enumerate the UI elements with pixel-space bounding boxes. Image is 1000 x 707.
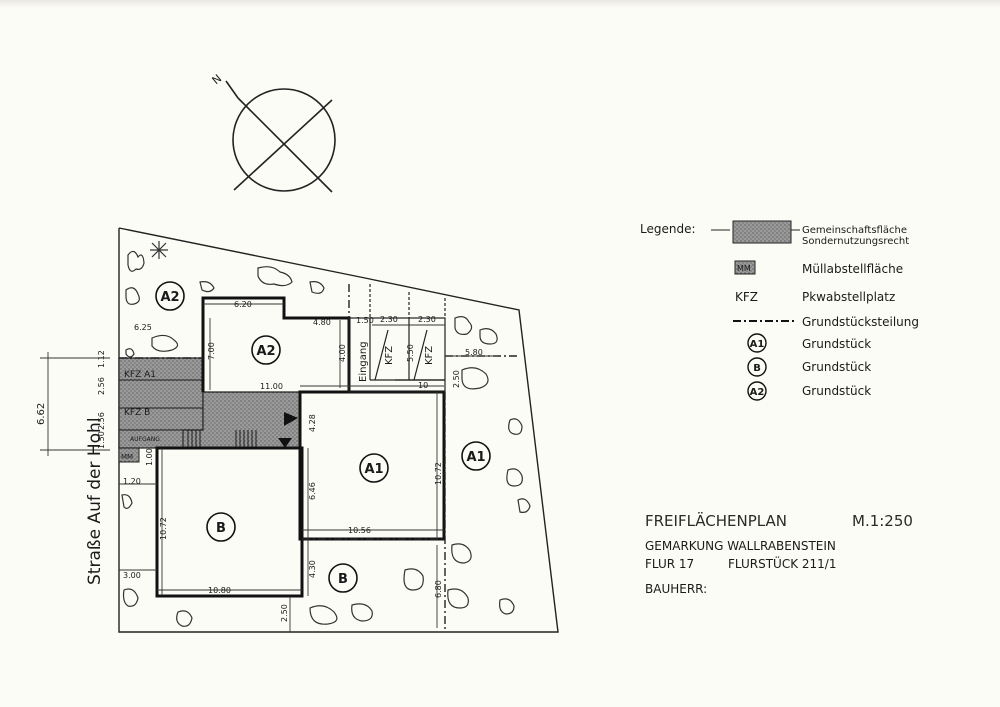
legend: Legende: Gemeinschaftsfläche Sondernutzu…: [640, 220, 919, 401]
legend-text-division: Grundstücksteilung: [802, 315, 919, 329]
plan-scale: M.1:250: [852, 512, 913, 530]
parcel-label-a1-yard: A1: [466, 450, 485, 465]
parcel-label-b-yard: B: [338, 572, 348, 587]
tree-icon: [150, 241, 168, 259]
dim-6-20: 6.20: [234, 300, 252, 309]
label-mm: MM: [121, 453, 133, 461]
plot-division-lines: [119, 284, 519, 632]
legend-text-a1: Grundstück: [802, 337, 871, 351]
label-eingang: Eingang: [358, 341, 369, 382]
dim-4-00: 4.00: [338, 344, 347, 362]
dim-10-72-a: 10.72: [159, 517, 168, 540]
label-kfz-b: KFZ B: [124, 408, 150, 418]
dim-7-00: 7.00: [207, 342, 216, 360]
waste-area: [118, 447, 140, 463]
parcel-label-a2-house: A2: [256, 344, 275, 359]
legend-text-a2: Grundstück: [802, 384, 871, 398]
dim-2-50-a: 2.50: [280, 604, 289, 622]
sheet-top-edge: [0, 0, 1000, 8]
dim-10-80: 10.80: [208, 586, 231, 595]
dim-6-25: 6.25: [134, 323, 152, 332]
entrance-arrow-icon: [284, 412, 298, 426]
parcel-marker-a1-house: [359, 453, 389, 483]
stairs: [187, 430, 257, 448]
dim-2-56-a: 2.56: [97, 377, 106, 395]
dim-4-80: 4.80: [313, 318, 331, 327]
dim-5-50: 5.50: [406, 344, 415, 362]
legend-text-b: Grundstück: [802, 360, 871, 374]
dim-1-20: 1.20: [123, 477, 141, 486]
dim-6-80: 6.80: [434, 580, 443, 598]
title-block: FREIFLÄCHENPLAN M.1:250 GEMARKUNG WALLRA…: [645, 511, 913, 596]
legend-text-special-use: Sondernutzungsrecht: [802, 236, 909, 247]
plan-title: FREIFLÄCHENPLAN: [645, 511, 787, 530]
dim-10-56: 10.56: [348, 526, 371, 535]
label-aufgang: AUFGANG: [130, 436, 160, 443]
plan-district: GEMARKUNG WALLRABENSTEIN: [645, 539, 836, 553]
legend-symbol-a1: [747, 333, 767, 353]
dim-4-28: 4.28: [308, 414, 317, 432]
legend-symbol-common-area: [732, 220, 792, 244]
legend-symbol-a1-text: A1: [750, 339, 765, 350]
parcel-marker-b-yard: [328, 563, 358, 593]
parcel-marker-b-house: [206, 512, 236, 542]
label-kfz-a1: KFZ A1: [124, 370, 156, 380]
dim-11-00: 11.00: [260, 382, 283, 391]
dim-6-46: 6.46: [308, 482, 317, 500]
parcel-label-a2-top: A2: [160, 290, 179, 305]
label-kfz-1: KFZ: [384, 346, 395, 365]
parcel-marker-a1-yard: [461, 441, 491, 471]
dim-10: 10: [418, 381, 428, 390]
plan-bauherr: BAUHERR:: [645, 582, 707, 596]
dim-1-12: 1.12: [97, 350, 106, 368]
dim-10-72-b: 10.72: [434, 462, 443, 485]
site-boundary: [118, 227, 559, 633]
landscaping-shrubs: [121, 250, 531, 627]
building-outlines: [155, 296, 446, 598]
legend-symbol-a2-text: A2: [750, 387, 765, 398]
dim-1-50b: 1.50: [356, 316, 374, 325]
legend-text-parking: Pkwabstellplatz: [802, 290, 895, 304]
north-arrow-compass: N: [210, 72, 336, 193]
hatched-divider-lines: [119, 379, 203, 431]
dim-5-80: 5.80: [465, 348, 483, 357]
parcel-marker-a2-house: [251, 335, 281, 365]
legend-symbol-kfz: KFZ: [735, 290, 758, 304]
legend-text-waste: Müllabstellfläche: [802, 262, 903, 276]
plan-flurstueck: FLURSTÜCK 211/1: [728, 555, 837, 571]
dim-1-00: 1.00: [145, 448, 154, 466]
legend-symbol-mm-text: MM: [737, 264, 751, 273]
label-kfz-2: KFZ: [424, 346, 435, 365]
parcel-label-b-house: B: [216, 521, 226, 536]
legend-symbol-a2: [747, 381, 767, 401]
entrance-arrow-icon: [278, 438, 292, 448]
north-label: N: [210, 72, 225, 87]
dimension-lines: [40, 303, 498, 632]
dim-2-30-b: 2.30: [418, 315, 436, 324]
dim-1-50: 1.50: [97, 431, 106, 449]
legend-symbol-b-text: B: [753, 363, 761, 374]
legend-text-common-area: Gemeinschaftsfläche: [802, 225, 907, 236]
legend-title: Legende:: [640, 222, 696, 236]
dim-2-30-a: 2.30: [380, 315, 398, 324]
dim-4-30: 4.30: [308, 560, 317, 578]
dim-3-00: 3.00: [123, 571, 141, 580]
legend-symbol-b: [747, 357, 767, 377]
parcel-marker-a2-top: [155, 281, 185, 311]
dim-2-50-b: 2.50: [452, 370, 461, 388]
common-area-hatched: [118, 357, 301, 449]
street-name: Straße Auf der Hohl: [85, 417, 105, 585]
dim-2-56-b: 2.56: [97, 412, 106, 430]
parcel-label-a1-house: A1: [364, 462, 383, 477]
dim-6-62: 6.62: [36, 403, 47, 425]
plan-flur: FLUR 17: [645, 557, 694, 571]
parking-garage: [348, 284, 446, 393]
legend-symbol-waste: [734, 260, 756, 275]
